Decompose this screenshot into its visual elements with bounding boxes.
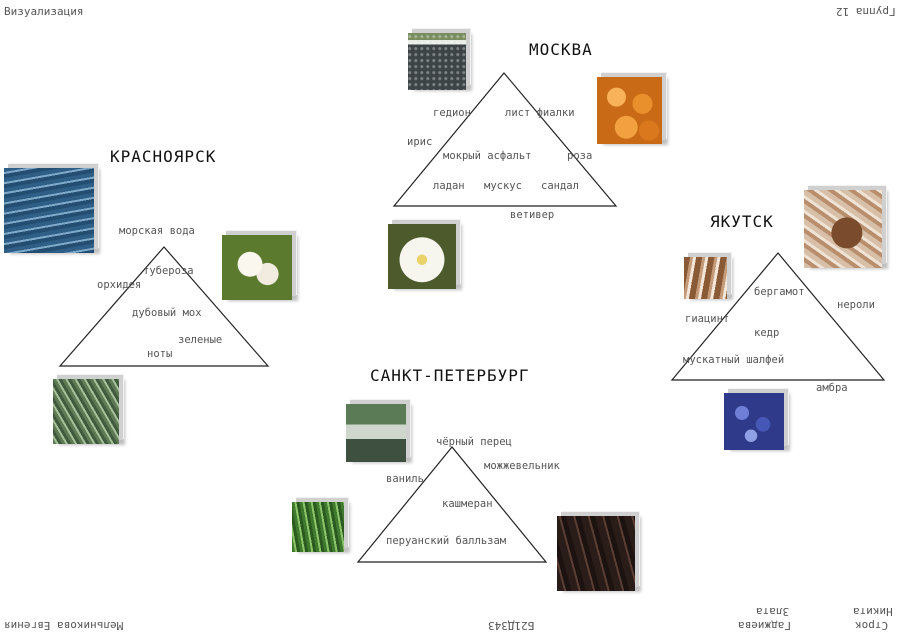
note-cedar: кедр — [754, 327, 780, 339]
note-wet-asphalt: мокрый асфальт — [443, 150, 532, 162]
note-clary-sage: мускатный шалфей — [683, 354, 785, 366]
note-vetiver: ветивер — [510, 209, 555, 221]
note-green-line2: ноты — [147, 348, 173, 360]
note-orchid: орхидея — [97, 279, 142, 291]
hyacinth-photo — [724, 393, 784, 450]
note-neroli: нероли — [837, 299, 875, 311]
note-rose: роза — [567, 150, 593, 162]
note-peru-balsam: перуанский балльзам — [386, 535, 507, 547]
sea-photo — [4, 168, 94, 253]
city-title-yakutsk: ЯКУТСК — [710, 212, 774, 231]
spb-pyramid — [356, 446, 548, 563]
krasnoyarsk-pyramid — [58, 246, 270, 367]
note-sandal: сандал — [541, 180, 579, 192]
tuberose-photo — [222, 235, 292, 300]
note-cashmeran: кашмеран — [442, 498, 493, 510]
yakutsk-pyramid — [670, 252, 886, 381]
wet-asphalt-photo — [408, 33, 466, 90]
note-black-pepper: чёрный перец — [436, 436, 512, 448]
vanilla-photo — [557, 516, 635, 591]
note-bergamot: бергамот — [754, 286, 805, 298]
juniper-photo — [292, 502, 344, 552]
note-amber: амбра — [816, 382, 848, 394]
city-title-moscow: МОСКВА — [529, 40, 593, 59]
magnolia-photo — [388, 224, 456, 289]
bark-photo — [684, 257, 727, 299]
top-left-label: Визуализация — [4, 5, 84, 18]
note-tuberose: тубероза — [143, 265, 194, 277]
note-green-line1: зеленые — [178, 334, 223, 346]
moss-photo — [53, 379, 119, 444]
note-vanilla: ваниль — [386, 473, 424, 485]
note-sea-water: морская вода — [119, 225, 195, 237]
note-iris: ирис — [407, 136, 433, 148]
note-musk: мускус — [484, 180, 522, 192]
note-violet-leaf: лист фиалки — [505, 107, 575, 119]
city-title-spb: САНКТ-ПЕТЕРБУРГ — [370, 366, 530, 385]
moscow-pyramid — [392, 72, 618, 207]
note-oakmoss: дубовый мох — [132, 307, 202, 319]
rain-photo — [346, 404, 406, 462]
resin-photo — [597, 77, 662, 144]
cedar-photo — [804, 190, 882, 268]
city-title-krasnoyarsk: КРАСНОЯРСК — [110, 147, 217, 166]
note-labdanum: ладан — [433, 180, 465, 192]
note-hyacinth: гиацинт — [685, 313, 730, 325]
note-gedion: гедион — [433, 107, 471, 119]
note-juniper: можжевельник — [484, 460, 560, 472]
